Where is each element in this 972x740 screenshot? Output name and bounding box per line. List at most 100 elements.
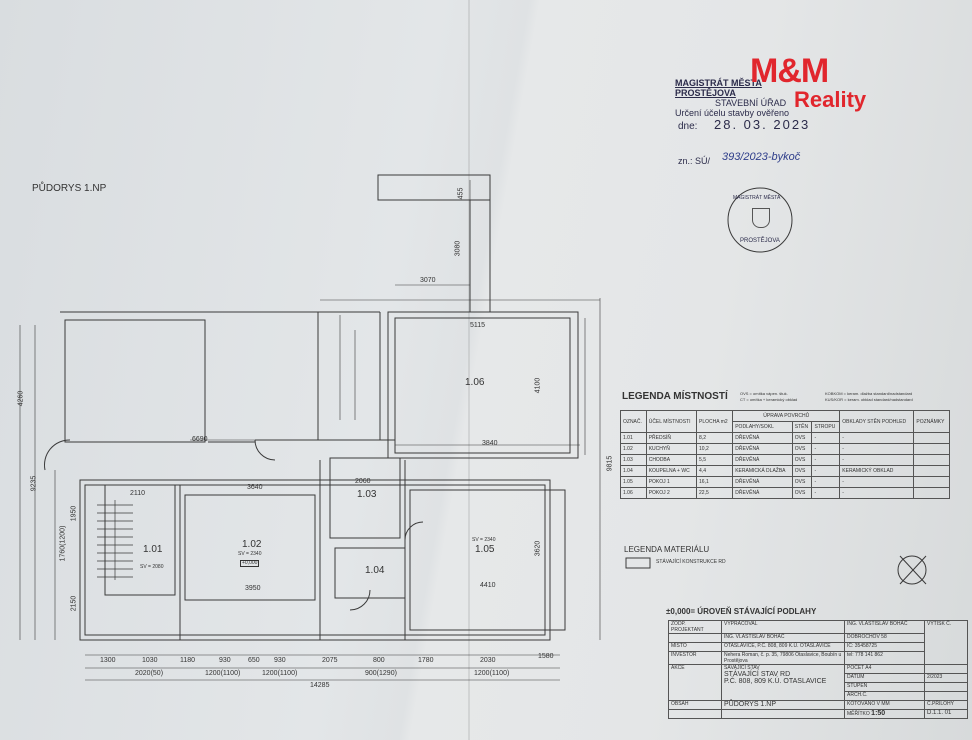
- cell: POKOJ 1: [645, 476, 698, 488]
- cell: [913, 443, 950, 455]
- cell: [913, 465, 950, 477]
- tb-cell: [668, 633, 722, 643]
- dim-bottom2: 1200(1100): [474, 670, 510, 677]
- cell: 1.03: [620, 454, 647, 466]
- stamp-ref-value: 393/2023-bykoč: [722, 151, 801, 163]
- legend-materials-title: LEGENDA MATERIÁLU: [624, 545, 710, 554]
- room-note-101: SV = 2080: [140, 564, 164, 570]
- room-label-106: 1.06: [465, 377, 485, 388]
- dim-top: 4410: [480, 582, 496, 589]
- cell: [913, 454, 950, 466]
- room-label-105: 1.05: [475, 544, 495, 555]
- tb-scale-label: MĚŘÍTKO: [847, 711, 870, 717]
- tb-cell: IČ: 35458725: [844, 642, 925, 652]
- tb-cell: MÍSTO: [668, 642, 722, 652]
- legend-materials-item: STÁVAJÍCÍ KONSTRUKCE RD: [656, 559, 726, 565]
- brand-logo-mark: M&M: [750, 52, 829, 90]
- tb-cell: [924, 682, 968, 692]
- dim-bottom: 930: [274, 657, 286, 664]
- dim-left: 2150: [70, 595, 78, 612]
- cell: -: [811, 476, 841, 488]
- cell: 22,5: [696, 487, 734, 499]
- tb-cell: KÓTOVÁNO V MM: [844, 700, 925, 710]
- legend-header: OBKLADY STĚN PODHLED: [839, 410, 915, 433]
- legend-header: OZNAČ.: [620, 410, 647, 433]
- cell: OVS: [791, 432, 813, 444]
- tb-cell: [924, 691, 968, 701]
- room-label-101: 1.01: [143, 544, 163, 555]
- tb-akce-line: P.Č. 808, 809 K.Ú. OTASLAVICE: [724, 678, 827, 685]
- room-label-103: 1.03: [357, 489, 377, 500]
- cell: KUCHYŇ: [645, 443, 698, 455]
- tb-cell: ING. VLASTISLAV BOHÁČ: [721, 633, 845, 643]
- tb-cell: DATUM: [844, 673, 925, 683]
- cell: -: [839, 443, 915, 455]
- legend-header: ÚČEL MÍSTNOSTI: [645, 410, 698, 433]
- dim-bottom: 2075: [322, 657, 338, 664]
- cell: OVS: [791, 476, 813, 488]
- cell: KERAMICKÝ OBKLAD: [839, 465, 915, 477]
- tb-cell: POČET A4: [844, 664, 925, 674]
- room-label-102: 1.02: [242, 539, 262, 550]
- tb-cell: ING. VLASTISLAV BOHÁČ: [844, 620, 925, 634]
- legend-header: STROPU: [811, 421, 841, 433]
- tb-cell: ARCH.Č.: [844, 691, 925, 701]
- tb-cell: VÝTISK Č.: [924, 620, 968, 665]
- tb-cell: Nehera Roman, č. p. 35, 79806 Otaslavice…: [721, 651, 845, 665]
- legend-group-header: ÚPRAVA POVRCHŮ: [732, 410, 841, 422]
- legend-header: PODLAHY/SOKL: [732, 421, 793, 433]
- level-note: ±0,000= ÚROVEŇ STÁVAJÍCÍ PODLAHY: [666, 607, 817, 616]
- cell: KERAMICKÁ DLAŽBA: [732, 465, 793, 477]
- cell: DŘEVĚNÁ: [732, 487, 793, 499]
- room-label-104: 1.04: [365, 565, 385, 576]
- dim-bottom2: 1200(1100): [205, 670, 241, 677]
- cell: [913, 476, 950, 488]
- dim-left: 4260: [17, 390, 25, 407]
- cell: 1.04: [620, 465, 647, 477]
- dim-bottom2: 1200(1100): [262, 670, 298, 677]
- room-note-102: SV = 2340: [238, 551, 262, 557]
- cell: DŘEVĚNÁ: [732, 454, 793, 466]
- dim-right: 4100: [534, 377, 542, 394]
- cell: 5,5: [696, 454, 734, 466]
- dim-top: 6690: [192, 436, 208, 443]
- dim-bottom2: 2020(50): [135, 670, 164, 677]
- legend-rooms-table: OZNAČ. ÚČEL MÍSTNOSTI PLOCHA m2 ÚPRAVA P…: [620, 410, 950, 499]
- cell: POKOJ 2: [645, 487, 698, 499]
- dim-bottom: 650: [248, 657, 260, 664]
- dim-top: 5115: [470, 322, 486, 329]
- stamp-ref-label: zn.: SÚ/: [678, 156, 711, 166]
- dim-top: 3070: [420, 277, 436, 284]
- tb-cell: OTASLAVICE, P.Č. 808, 809 K.Ú. OTASLAVIC…: [721, 642, 845, 652]
- stamp-line1: MAGISTRÁT MĚSTA PROSTĚJOVA: [675, 78, 762, 98]
- dim-bottom: 1300: [100, 657, 116, 664]
- cell: CHODBA: [645, 454, 698, 466]
- cell: 1.01: [620, 432, 647, 444]
- dim-bottom: 800: [373, 657, 385, 664]
- tb-cell: Č.PŘÍLOHY: [924, 700, 968, 710]
- approval-stamp: MAGISTRÁT MĚSTA PROSTĚJOVA STAVEBNÍ ÚŘAD…: [675, 78, 795, 118]
- tb-cell: OBSAH: [668, 700, 722, 710]
- cell: -: [811, 454, 841, 466]
- tb-cell: STUPEŇ: [844, 682, 925, 692]
- cell: DŘEVĚNÁ: [732, 476, 793, 488]
- room-level-102: +0,000: [240, 560, 260, 567]
- tb-cell: INVESTOR: [668, 651, 722, 665]
- stamp-date-label: dne:: [678, 121, 698, 132]
- cell: -: [811, 487, 841, 499]
- cell: -: [811, 432, 841, 444]
- seal-crest-icon: [752, 208, 770, 228]
- cell: [913, 487, 950, 499]
- legend-header: STĚN: [791, 421, 813, 433]
- cell: -: [839, 476, 915, 488]
- dim-bottom: 1780: [418, 657, 434, 664]
- cell: PŘEDSÍŇ: [645, 432, 698, 444]
- tb-cell: 2/2023: [924, 673, 968, 683]
- cell: OVS: [791, 454, 813, 466]
